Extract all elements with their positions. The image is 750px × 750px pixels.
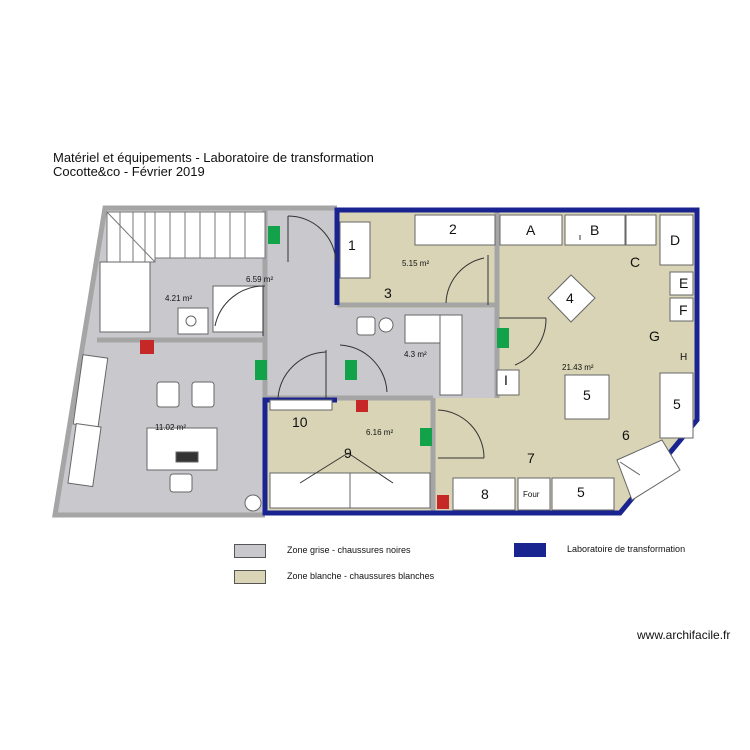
legend-swatch-lab xyxy=(514,543,546,557)
equipment-f: F xyxy=(679,302,688,318)
equipment-c: C xyxy=(630,254,640,270)
legend-label-white: Zone blanche - chaussures blanches xyxy=(287,571,435,581)
equipment-e: E xyxy=(679,275,688,291)
exit-signs xyxy=(255,226,509,446)
plan-title: Matériel et équipements - Laboratoire de… xyxy=(53,150,374,165)
area-room-a: 5.15 m² xyxy=(402,259,429,268)
furniture xyxy=(67,214,694,512)
equipment-four: Four xyxy=(523,490,540,499)
fire-extinguisher-signs xyxy=(140,340,449,509)
equipment-8: 8 xyxy=(481,486,489,502)
plan-subtitle: Cocotte&co - Février 2019 xyxy=(53,164,205,179)
equipment-5b: 5 xyxy=(673,396,681,412)
equipment-a: A xyxy=(526,222,536,238)
area-office: 11.02 m² xyxy=(155,423,186,432)
equipment-4: 4 xyxy=(566,290,574,306)
doors xyxy=(214,215,581,484)
equipment-7: 7 xyxy=(527,450,535,466)
equipment-5a: 5 xyxy=(583,387,591,403)
area-lab: 21.43 m² xyxy=(562,363,594,372)
equipment-i: I xyxy=(504,372,508,388)
watermark: www.archifacile.fr xyxy=(637,628,731,642)
equipment-1: 1 xyxy=(348,237,356,253)
equipment-9: 9 xyxy=(344,445,352,461)
area-hall: 4.21 m² xyxy=(165,294,192,303)
equipment-h: H xyxy=(680,352,687,363)
equipment-10: 10 xyxy=(292,414,308,430)
equipment-b: B xyxy=(590,222,599,238)
area-room-c: 6.16 m² xyxy=(366,428,393,437)
equipment-3: 3 xyxy=(384,285,392,301)
legend-label-lab: Laboratoire de transformation xyxy=(567,544,686,554)
legend-swatch-white xyxy=(234,570,266,584)
area-corridor: 6.59 m² xyxy=(246,275,273,284)
equipment-d: D xyxy=(670,232,680,248)
equipment-2: 2 xyxy=(449,221,457,237)
staircase xyxy=(106,211,266,263)
legend-swatch-grey xyxy=(234,544,266,558)
equipment-g: G xyxy=(649,328,660,344)
legend-label-grey: Zone grise - chaussures noires xyxy=(287,545,411,555)
equipment-6: 6 xyxy=(622,427,630,443)
area-room-b: 4.3 m² xyxy=(404,350,427,359)
equipment-5c: 5 xyxy=(577,484,585,500)
